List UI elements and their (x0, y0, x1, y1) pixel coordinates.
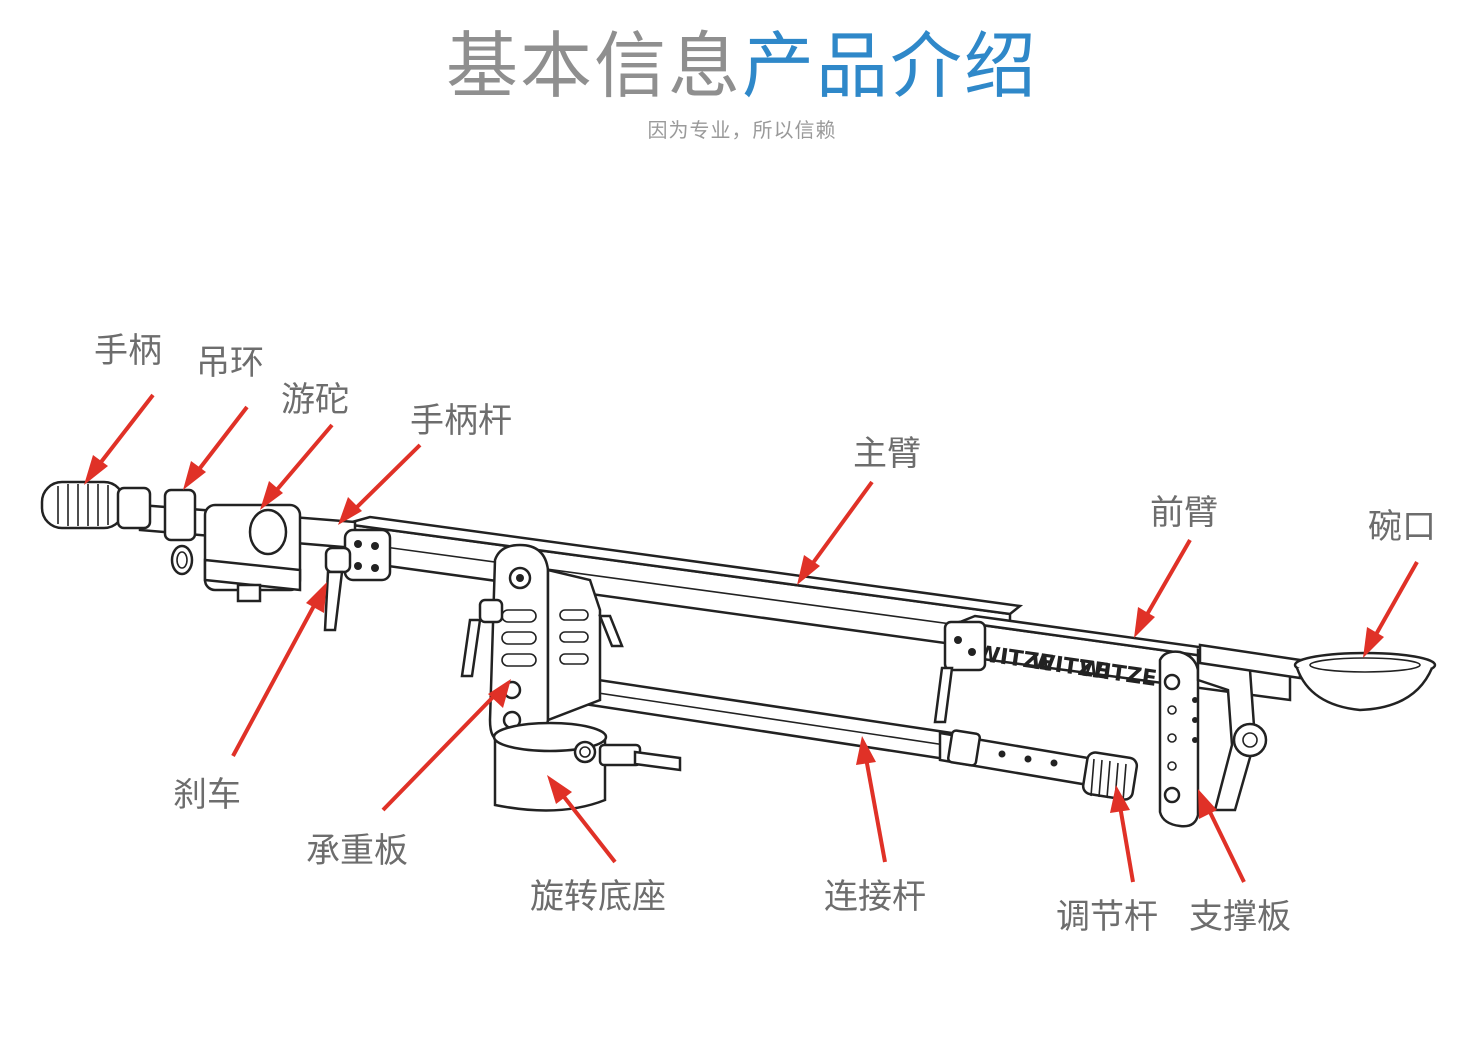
rotating-base-part (492, 721, 682, 812)
label-load-plate: 承重板 (306, 831, 408, 871)
handle-part (40, 480, 152, 530)
brake-part (323, 528, 392, 632)
header: 基本信息产品介绍 因为专业，所以信赖 (0, 22, 1484, 143)
load-plate-part (460, 543, 624, 742)
part-labels: 手柄 吊环 游砣 手柄杆 主臂 前臂 碗口 刹车 承重板 旋转底座 连接杆 调节… (94, 331, 1436, 937)
label-handle: 手柄 (94, 331, 162, 371)
title-blue-part: 产品介绍 (742, 24, 1039, 108)
arrow-load-plate (381, 679, 511, 812)
hanging-ring-part (163, 488, 197, 576)
label-brake: 刹车 (173, 775, 241, 815)
arrow-brake (231, 582, 327, 757)
arrow-rotating-base (547, 775, 617, 864)
main-arm-part (343, 515, 1024, 654)
adjusting-rod-part (938, 729, 1139, 802)
page-title: 基本信息产品介绍 (0, 22, 1484, 110)
adjusting-knob (1081, 751, 1139, 802)
label-support-plate: 支撑板 (1189, 897, 1291, 937)
label-swivel: 游砣 (281, 380, 349, 420)
arrow-hanging-ring (183, 405, 249, 490)
arrow-connecting-rod (856, 736, 887, 863)
jib-drawing: WITZE WITZE WITZE (40, 480, 1437, 828)
label-handle-rod: 手柄杆 (410, 401, 512, 441)
arrow-support-plate (1198, 789, 1246, 883)
label-bowl-mount: 碗口 (1368, 507, 1436, 547)
arrow-adjusting-rod (1110, 785, 1135, 883)
label-front-arm: 前臂 (1150, 493, 1218, 533)
arrow-bowl-mount (1363, 561, 1419, 658)
label-connecting-rod: 连接杆 (824, 877, 926, 917)
label-hanging-ring: 吊环 (196, 343, 264, 383)
page-subtitle: 因为专业，所以信赖 (647, 118, 837, 142)
pointer-arrows (84, 393, 1419, 883)
arrow-swivel (260, 423, 334, 510)
label-rotating-base: 旋转底座 (530, 877, 666, 917)
swivel-part (203, 503, 302, 603)
arrow-handle (84, 393, 155, 485)
label-main-arm: 主臂 (853, 434, 921, 474)
bowl-mount-part (1198, 643, 1437, 712)
arrow-main-arm (797, 480, 874, 585)
support-plate-part (1158, 648, 1268, 828)
title-gray-part: 基本信息 (445, 24, 742, 108)
label-adjusting-rod: 调节杆 (1056, 897, 1158, 937)
arrow-handle-rod (338, 443, 422, 525)
arrow-front-arm (1134, 539, 1192, 638)
